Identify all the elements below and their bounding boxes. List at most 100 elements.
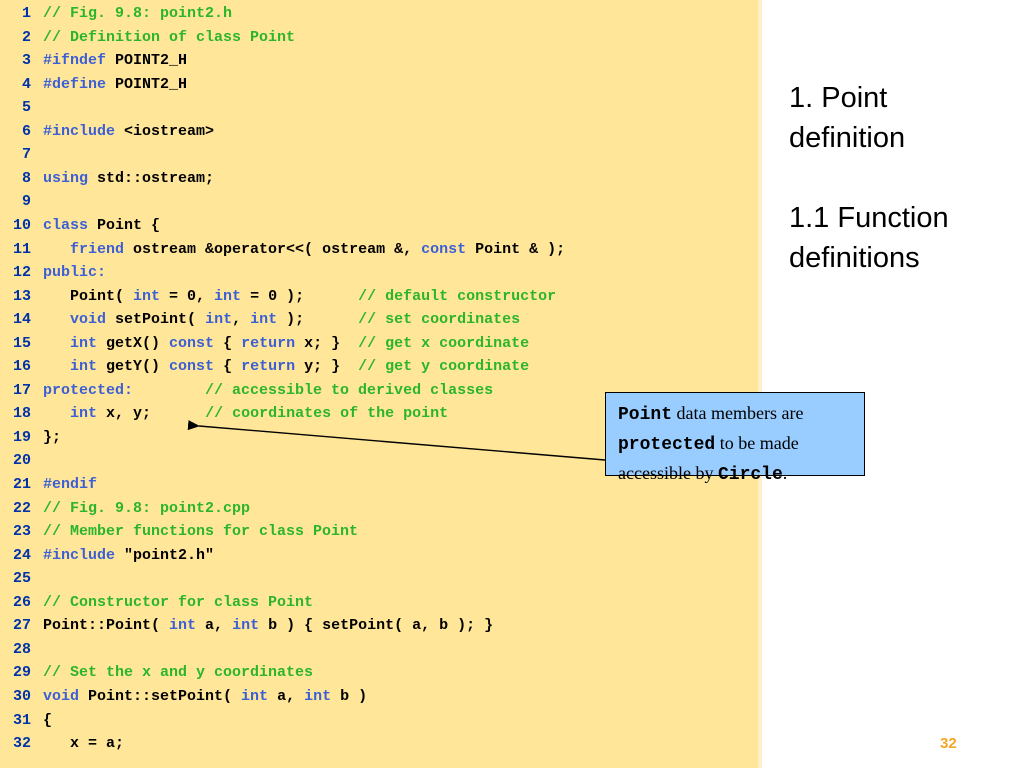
code-line: 25 xyxy=(0,568,43,590)
code-text: POINT2_H xyxy=(106,75,188,93)
code-keyword: return xyxy=(241,358,296,376)
callout-code-word: Circle xyxy=(717,465,783,485)
code-keyword: int xyxy=(205,311,233,329)
line-number: 2 xyxy=(21,28,31,46)
code-line: 21#endif xyxy=(0,474,97,496)
code-comment: // accessible to derived classes xyxy=(205,381,494,399)
code-line: 13 Point( int = 0, int = 0 ); // default… xyxy=(0,286,556,308)
code-keyword: friend xyxy=(70,240,125,258)
code-text xyxy=(43,335,70,352)
code-keyword: void xyxy=(43,687,80,705)
code-text xyxy=(43,311,70,328)
code-line: 19}; xyxy=(0,427,61,449)
code-text: Point & ); xyxy=(466,240,566,258)
code-text: { xyxy=(214,334,242,352)
outline-item-line: definitions xyxy=(789,242,920,274)
code-comment: // set coordinates xyxy=(358,311,521,329)
code-text: x; } xyxy=(295,334,359,352)
code-listing: 1// Fig. 9.8: point2.h 2 // Definition of … xyxy=(0,0,762,768)
line-number: 9 xyxy=(21,193,31,211)
code-text: getY() xyxy=(97,358,170,376)
code-text: ostream &operator<<( ostream &, xyxy=(124,240,422,258)
code-text: std::ostream; xyxy=(88,169,215,187)
code-comment: // coordinates of the point xyxy=(205,405,449,423)
code-text: x, y; xyxy=(97,405,206,423)
code-line: 23// Member functions for class Point xyxy=(0,521,358,543)
code-comment: // get y coordinate xyxy=(358,358,530,376)
line-number: 28 xyxy=(12,640,31,658)
code-comment: // default constructor xyxy=(358,287,557,305)
line-number: 10 xyxy=(12,216,31,234)
code-keyword: #define xyxy=(43,75,107,93)
code-line: 9 xyxy=(0,191,43,213)
outline-item-line: 1. Point xyxy=(789,82,888,114)
line-number: 5 xyxy=(21,99,31,117)
line-number: 25 xyxy=(12,570,31,588)
line-number: 7 xyxy=(21,146,31,164)
callout-text: data members are xyxy=(672,403,804,423)
code-text: = 0, xyxy=(160,287,215,305)
code-text: = 0 ); xyxy=(241,287,359,305)
code-text: Point::setPoint( xyxy=(79,687,242,705)
code-text: Point( xyxy=(43,287,134,305)
line-number: 22 xyxy=(12,499,31,517)
code-keyword: int xyxy=(241,687,269,705)
code-text: Point { xyxy=(88,216,161,234)
line-number: 3 xyxy=(21,52,31,70)
code-text: setPoint( xyxy=(106,311,206,329)
outline-item-line: definition xyxy=(789,122,906,154)
line-number: 32 xyxy=(12,735,31,753)
line-number: 13 xyxy=(12,287,31,305)
code-text: <iostream> xyxy=(115,122,215,140)
code-text: , xyxy=(232,311,251,329)
code-text: y; } xyxy=(295,358,359,376)
code-line: 2 // Definition of class Point xyxy=(0,27,295,49)
line-number: 23 xyxy=(12,523,31,541)
code-text: { xyxy=(214,358,242,376)
line-number: 30 xyxy=(12,687,31,705)
code-keyword: int xyxy=(214,287,242,305)
code-comment: // Definition of class Point xyxy=(43,28,296,46)
callout-text: . xyxy=(782,463,788,483)
line-number: 11 xyxy=(12,240,31,258)
code-line: 16 int getY() const { return y; } // get… xyxy=(0,356,529,378)
code-text xyxy=(43,241,70,258)
line-number: 16 xyxy=(12,358,31,376)
code-keyword: using xyxy=(43,169,89,187)
code-keyword: void xyxy=(70,311,107,329)
code-line: 28 xyxy=(0,639,43,661)
line-number: 20 xyxy=(12,452,31,470)
code-keyword: class xyxy=(43,216,89,234)
code-keyword: #include xyxy=(43,122,116,140)
code-line: 22 // Fig. 9.8: point2.cpp xyxy=(0,498,250,520)
callout-code-word: protected xyxy=(618,435,716,455)
code-line: 18 int x, y; // coordinates of the point xyxy=(0,403,448,425)
line-number: 12 xyxy=(12,264,31,282)
outline-spacer xyxy=(789,158,1009,198)
line-number: 29 xyxy=(12,664,31,682)
outline-item-function-definitions: 1.1 Function definitions xyxy=(789,198,1009,278)
callout-box: Point data members are protected to be m… xyxy=(605,392,865,485)
code-text: getX() xyxy=(97,334,170,352)
code-line: 14 void setPoint( int, int ); // set coo… xyxy=(0,309,520,331)
code-line: 20 xyxy=(0,450,43,472)
code-keyword: int xyxy=(70,334,98,352)
line-number: 17 xyxy=(12,381,31,399)
code-line: 1// Fig. 9.8: point2.h xyxy=(0,3,232,25)
code-comment: // Fig. 9.8: point2.cpp xyxy=(43,499,251,517)
slide-outline: 1. Point definition 1.1 Function definit… xyxy=(789,78,1009,278)
code-line: 11 friend ostream &operator<<( ostream &… xyxy=(0,239,565,261)
code-text: { xyxy=(43,711,53,729)
line-number: 24 xyxy=(12,546,31,564)
code-text: b ) xyxy=(331,687,368,705)
line-number: 8 xyxy=(21,169,31,187)
code-line: 4#define POINT2_H xyxy=(0,74,187,96)
code-comment: // Set the x and y coordinates xyxy=(43,664,314,682)
code-line: 5 xyxy=(0,97,43,119)
callout-text: accessible by xyxy=(618,463,718,483)
code-keyword: #endif xyxy=(43,476,98,493)
code-text: ); xyxy=(277,311,359,329)
